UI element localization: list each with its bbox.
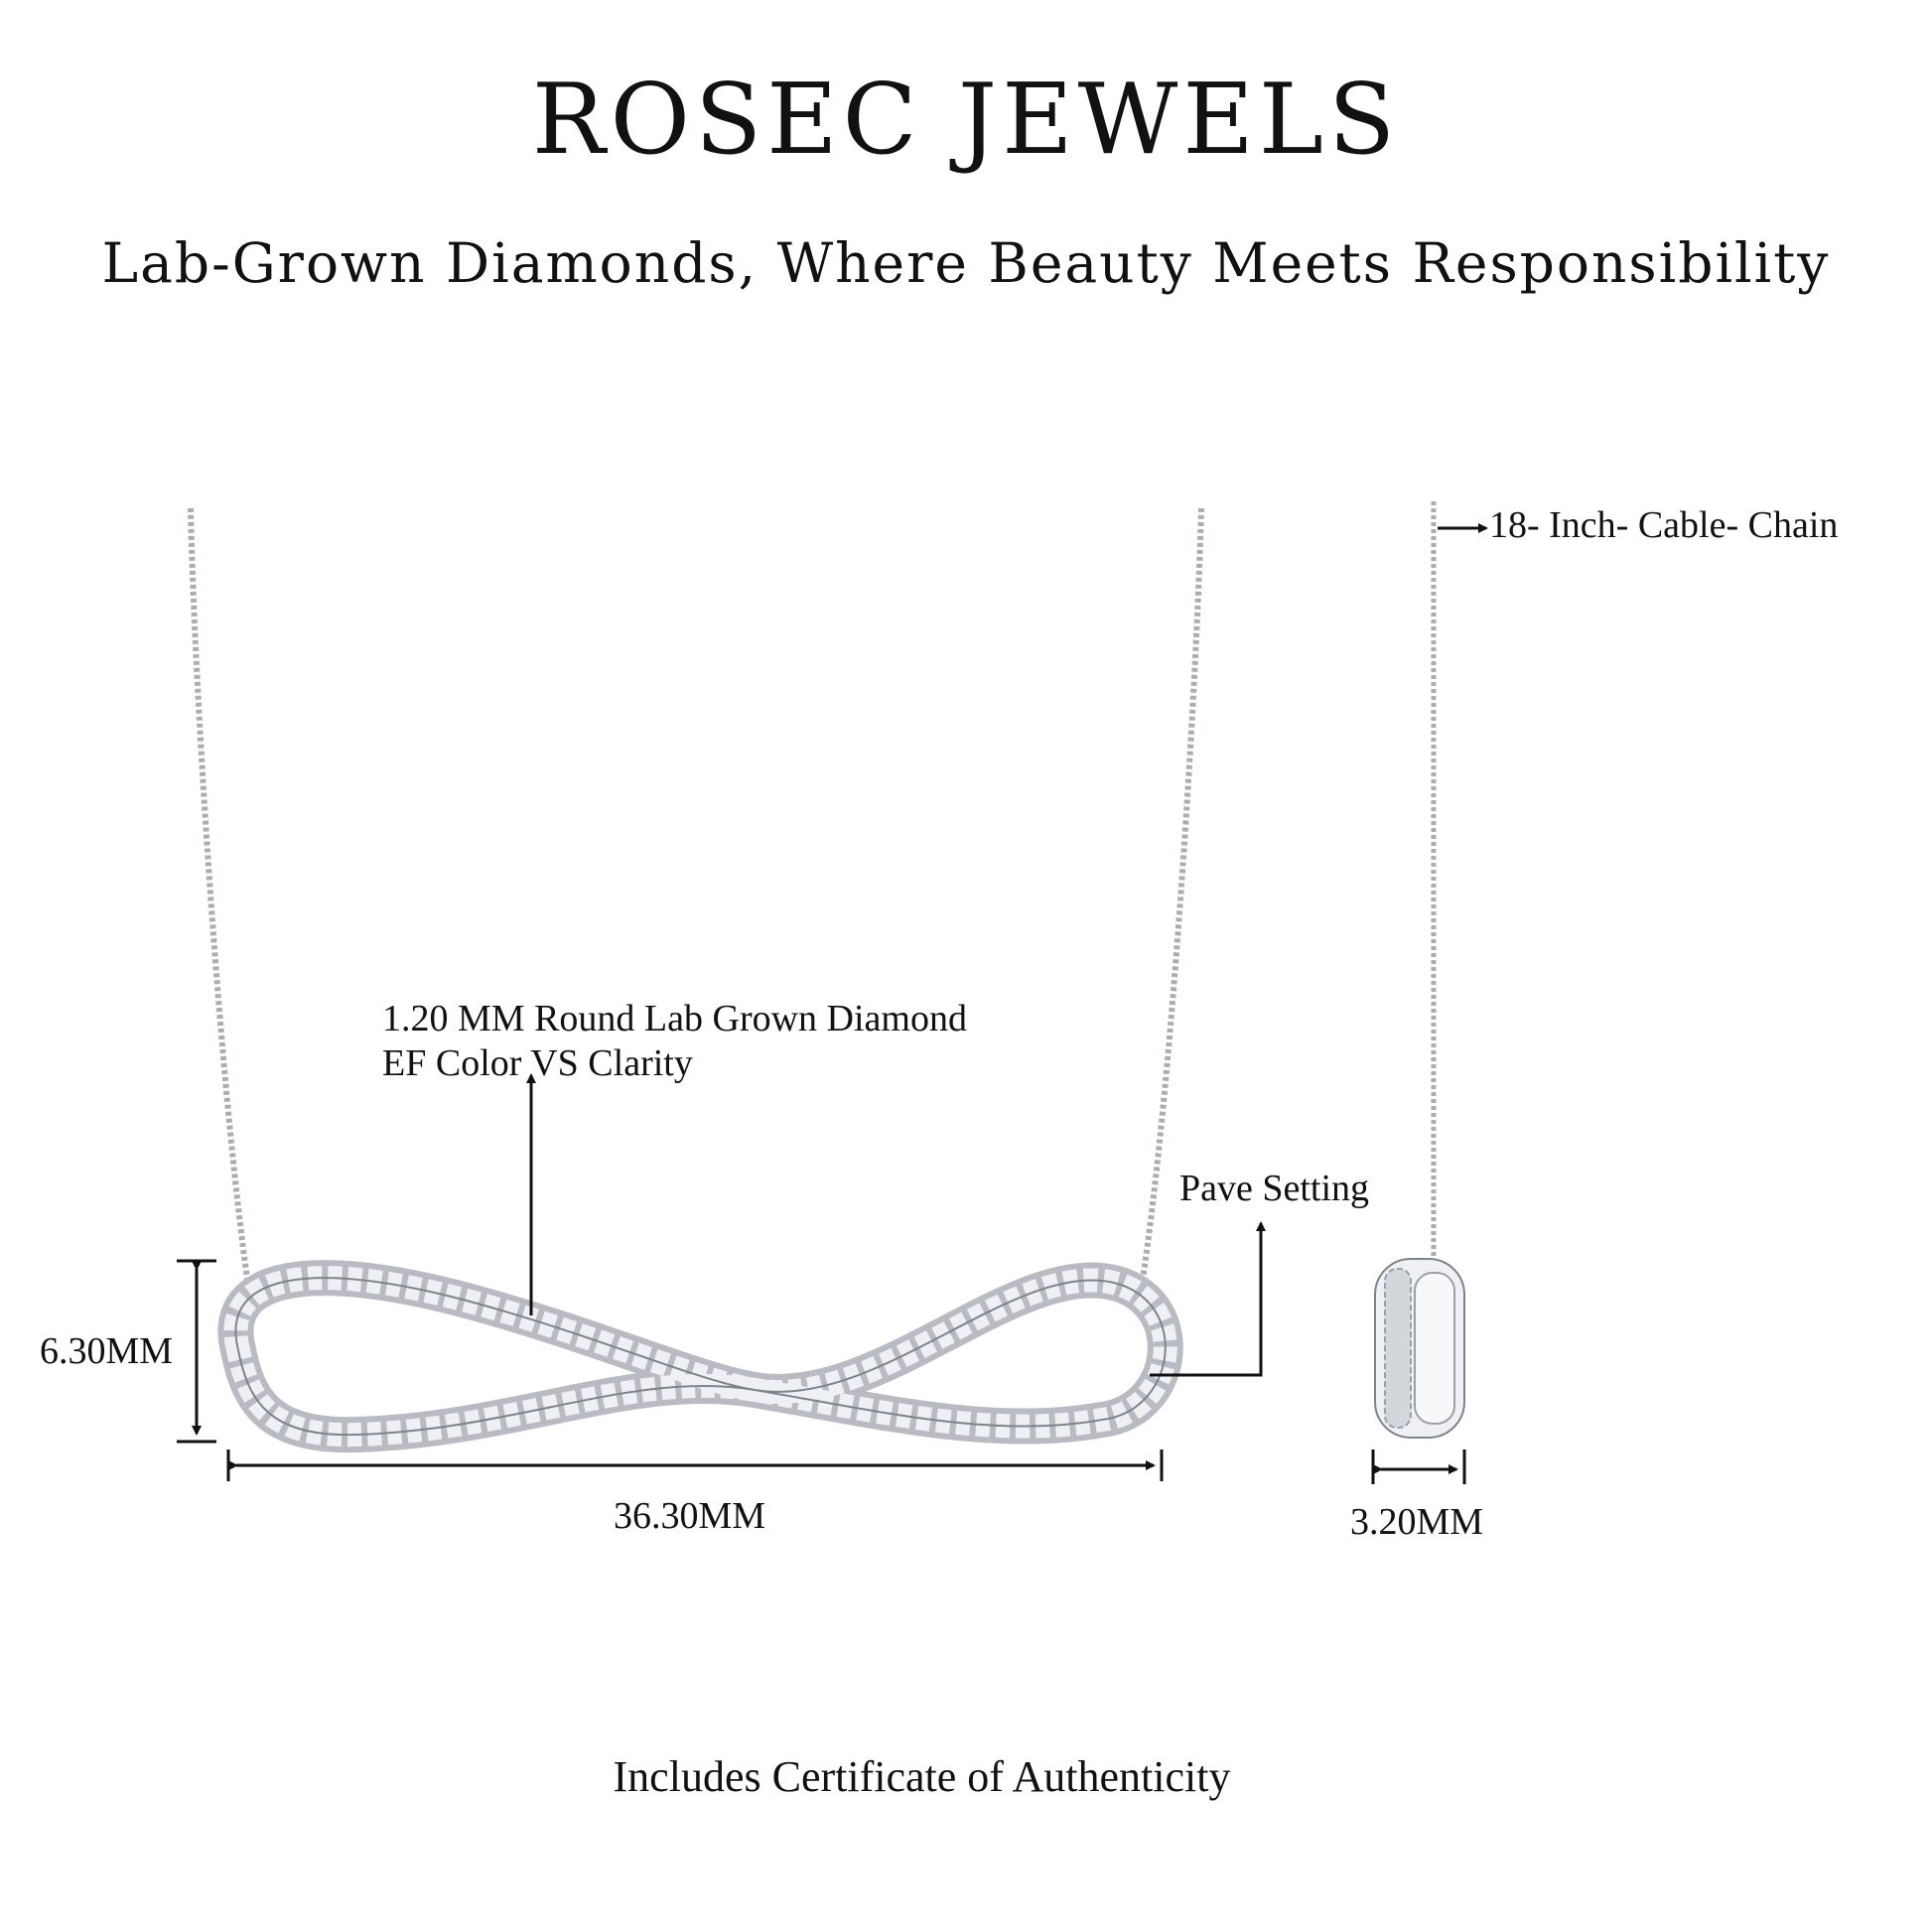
chain-label: 18- Inch- Cable- Chain <box>1489 504 1839 546</box>
brand-tagline: Lab-Grown Diamonds, Where Beauty Meets R… <box>101 231 1831 295</box>
front-chain <box>188 507 1204 1287</box>
certificate-note: Includes Certificate of Authenticity <box>613 1752 1231 1801</box>
height-label: 6.30MM <box>40 1330 174 1372</box>
width-dimension <box>226 1449 1164 1481</box>
width-label: 36.30MM <box>614 1495 766 1537</box>
pave-setting-label: Pave Setting <box>1179 1168 1370 1209</box>
brand-title: ROSEC JEWELS <box>531 64 1401 177</box>
pave-callout-arrow <box>1150 1221 1266 1377</box>
stone-size-label: 1.20 MM Round Lab Grown Diamond <box>382 998 967 1039</box>
height-dimension <box>177 1259 216 1444</box>
infinity-pendant <box>217 1260 1183 1453</box>
depth-label: 3.20MM <box>1350 1501 1484 1543</box>
stone-grade-label: EF Color VS Clarity <box>382 1042 693 1084</box>
side-view <box>1374 501 1465 1439</box>
depth-dimension <box>1371 1449 1466 1484</box>
